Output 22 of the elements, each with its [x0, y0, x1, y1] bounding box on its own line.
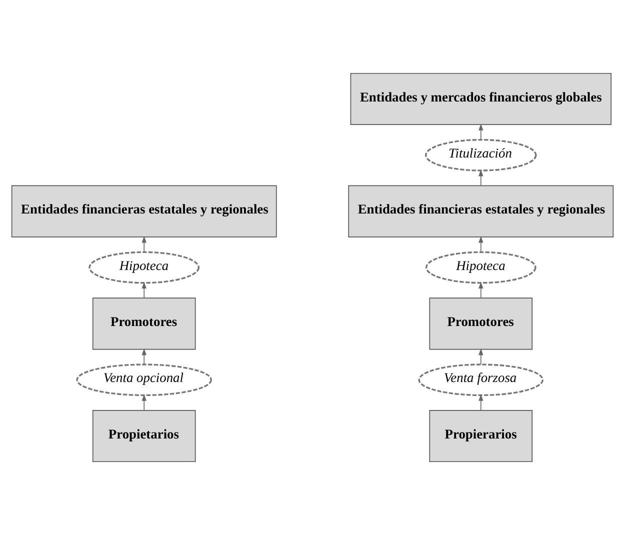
node-ellipse: Titulización — [425, 138, 537, 171]
arrow — [478, 236, 484, 252]
arrow — [142, 236, 146, 252]
node-box: Entidades y mercados financieros globales — [350, 72, 612, 124]
node-ellipse: Hipoteca — [425, 250, 536, 284]
node-box: Propierarios — [429, 410, 533, 462]
arrow — [478, 394, 484, 410]
arrow — [478, 281, 484, 298]
node-box: Entidades financieras estatales y regionales — [11, 184, 277, 237]
node-box: Entidades financieras estatales y regionales — [348, 184, 614, 237]
arrow — [478, 168, 484, 186]
arrow — [142, 348, 146, 364]
node-box: Promotores — [429, 297, 533, 350]
arrow — [142, 281, 146, 298]
node-box: Propietarios — [92, 410, 196, 462]
node-ellipse: Venta forzosa — [418, 363, 544, 396]
arrow — [478, 123, 484, 140]
node-box: Promotores — [92, 297, 196, 350]
arrow — [142, 394, 146, 410]
node-ellipse: Hipoteca — [88, 250, 200, 284]
node-ellipse: Venta opcional — [76, 363, 212, 396]
arrow — [478, 348, 484, 364]
